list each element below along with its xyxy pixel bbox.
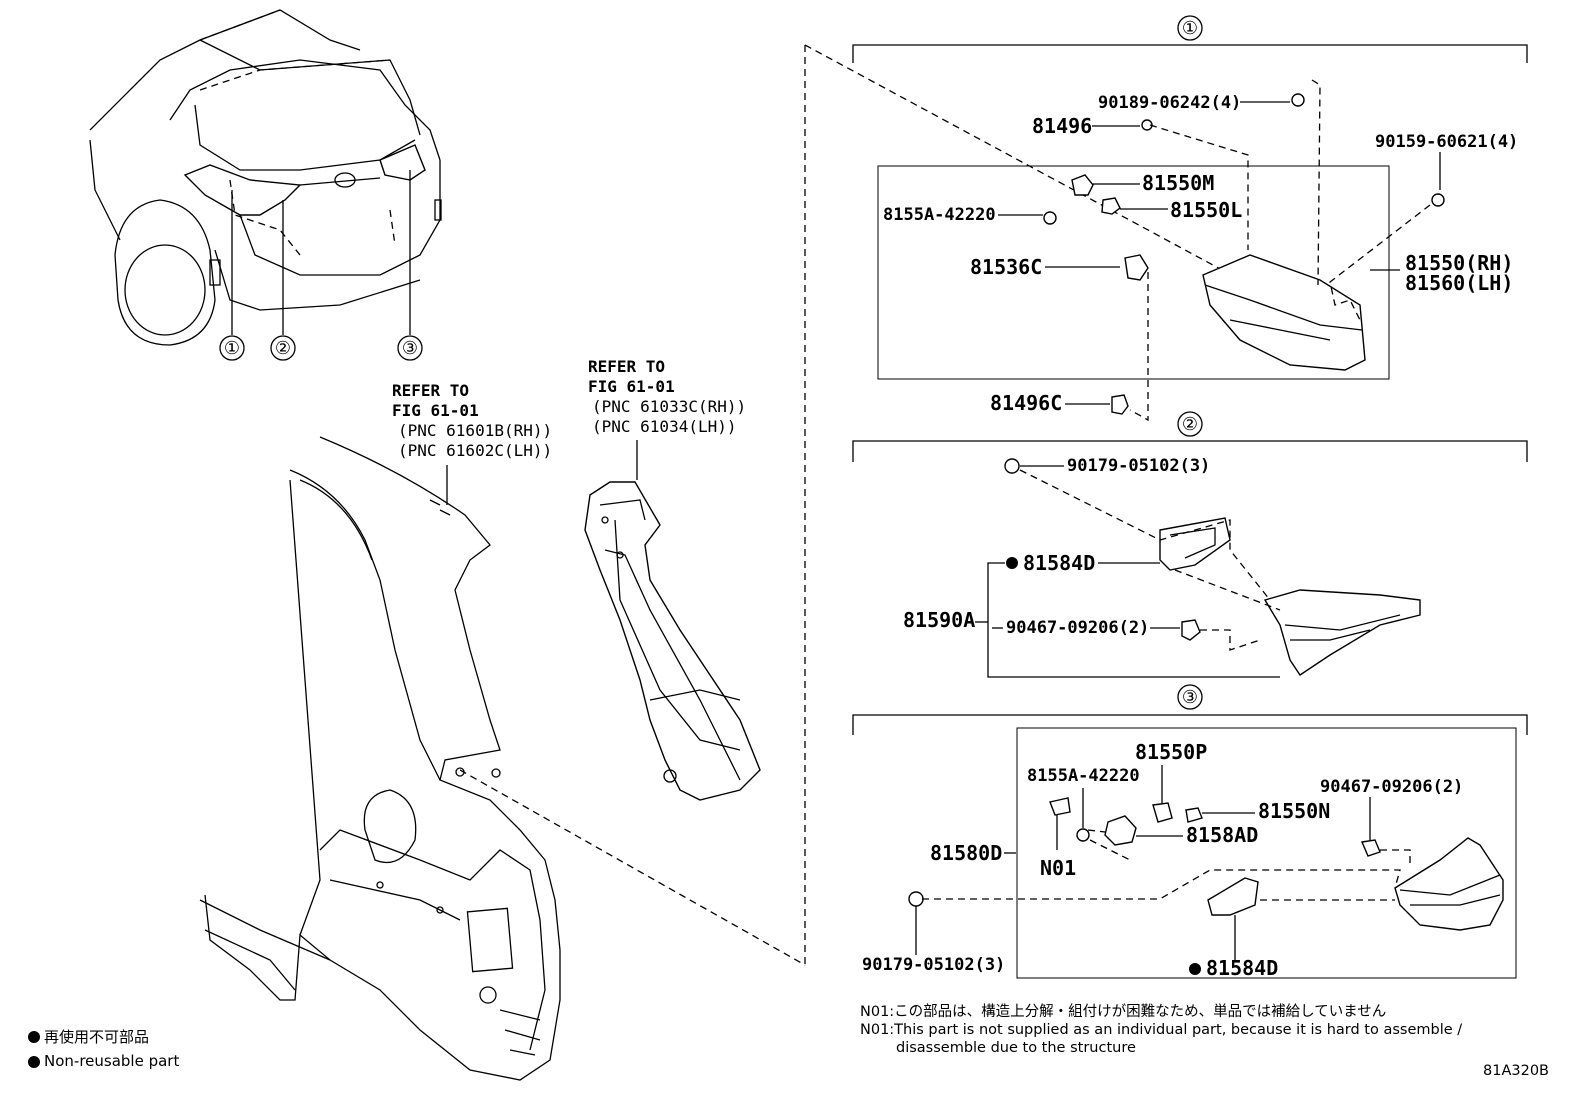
callout-1-car: ①: [224, 338, 240, 359]
part-81536C: 81536C: [970, 255, 1042, 279]
callout-3-car: ③: [402, 338, 418, 359]
refer-quarter-panel-label: REFER TO FIG 61-01 (PNC 61601B(RH)) (PNC…: [392, 381, 552, 460]
part-81584D-g2: 81584D: [1023, 551, 1095, 575]
legend: 再使用不可部品 Non-reusable part: [28, 1028, 179, 1070]
group-1-rear-combination-lamp: ① 90189-06242(4) 81496 90159-60621(4) 81…: [852, 15, 1528, 422]
note-n01-en: N01:This part is not supplied as an indi…: [860, 1022, 1462, 1038]
part-81560-LH: 81560(LH): [1405, 271, 1513, 295]
non-reusable-bullet-icon-2: [28, 1056, 40, 1068]
svg-text:FIG 61-01: FIG 61-01: [588, 377, 675, 396]
part-8155A-42220-g3: 8155A-42220: [1027, 766, 1140, 786]
legend-en: Non-reusable part: [44, 1052, 179, 1070]
svg-text:REFER TO: REFER TO: [392, 381, 469, 400]
note-n01-en-cont: disassemble due to the structure: [896, 1040, 1136, 1056]
part-90189-06242: 90189-06242(4): [1098, 93, 1241, 113]
part-90179-05102-g2: 90179-05102(3): [1067, 456, 1210, 476]
svg-text:(PNC 61601B(RH)): (PNC 61601B(RH)): [398, 421, 552, 440]
callout-2: ②: [1182, 414, 1198, 435]
part-81550L: 81550L: [1170, 198, 1242, 222]
legend-jp: 再使用不可部品: [44, 1028, 149, 1046]
part-81550N: 81550N: [1258, 799, 1330, 823]
part-81550-RH: 81550(RH): [1405, 251, 1513, 275]
part-90467-09206-g2: 90467-09206(2): [1006, 618, 1149, 638]
callout-2-car: ②: [275, 338, 291, 359]
part-90179-05102-g3: 90179-05102(3): [862, 955, 1005, 975]
svg-text:(PNC 61033C(RH)): (PNC 61033C(RH)): [592, 397, 746, 416]
figure-code: 81A320B: [1483, 1063, 1549, 1079]
svg-text:(PNC 61034(LH)): (PNC 61034(LH)): [592, 417, 737, 436]
callout-3: ③: [1182, 687, 1198, 708]
callout-1: ①: [1182, 18, 1198, 39]
part-81496C: 81496C: [990, 391, 1062, 415]
part-81584D-g3: 81584D: [1206, 956, 1278, 980]
part-81550M: 81550M: [1142, 171, 1214, 195]
svg-text:(PNC 61602C(LH)): (PNC 61602C(LH)): [398, 441, 552, 460]
svg-text:REFER TO: REFER TO: [588, 357, 665, 376]
part-N01: N01: [1040, 856, 1076, 880]
part-81496: 81496: [1032, 114, 1092, 138]
part-81590A: 81590A: [903, 608, 975, 632]
pillar-panel-illustration: [584, 481, 761, 801]
note-n01-jp: N01:この部品は、構造上分解・組付けが困難なため、単品では補給していません: [860, 1003, 1386, 1020]
part-90159-60621: 90159-60621(4): [1375, 132, 1518, 152]
group-1-inner-box: [877, 165, 1390, 380]
group-2-rear-lamp-cover: ② 90179-05102(3) 81584D 81590A 90467-092…: [852, 411, 1528, 678]
notes: N01:この部品は、構造上分解・組付けが困難なため、単品では補給していません N…: [860, 1003, 1462, 1056]
part-8155A-42220: 8155A-42220: [883, 205, 996, 225]
part-8158AD: 8158AD: [1186, 823, 1258, 847]
part-81550P: 81550P: [1135, 740, 1207, 764]
car-rear-illustration: ① ② ③: [89, 9, 442, 361]
part-81580D: 81580D: [930, 841, 1002, 865]
svg-text:FIG 61-01: FIG 61-01: [392, 401, 479, 420]
group-3-side-lamp-assembly: ③ 81550P 8155A-42220 90467-09206(2) 8155…: [852, 684, 1528, 980]
non-reusable-bullet-icon: [28, 1031, 40, 1043]
quarter-panel-illustration: [199, 436, 806, 1081]
group-3-inner-box: [1016, 727, 1517, 979]
refer-pillar-label: REFER TO FIG 61-01 (PNC 61033C(RH)) (PNC…: [588, 357, 746, 436]
part-90467-09206-g3: 90467-09206(2): [1320, 777, 1463, 797]
